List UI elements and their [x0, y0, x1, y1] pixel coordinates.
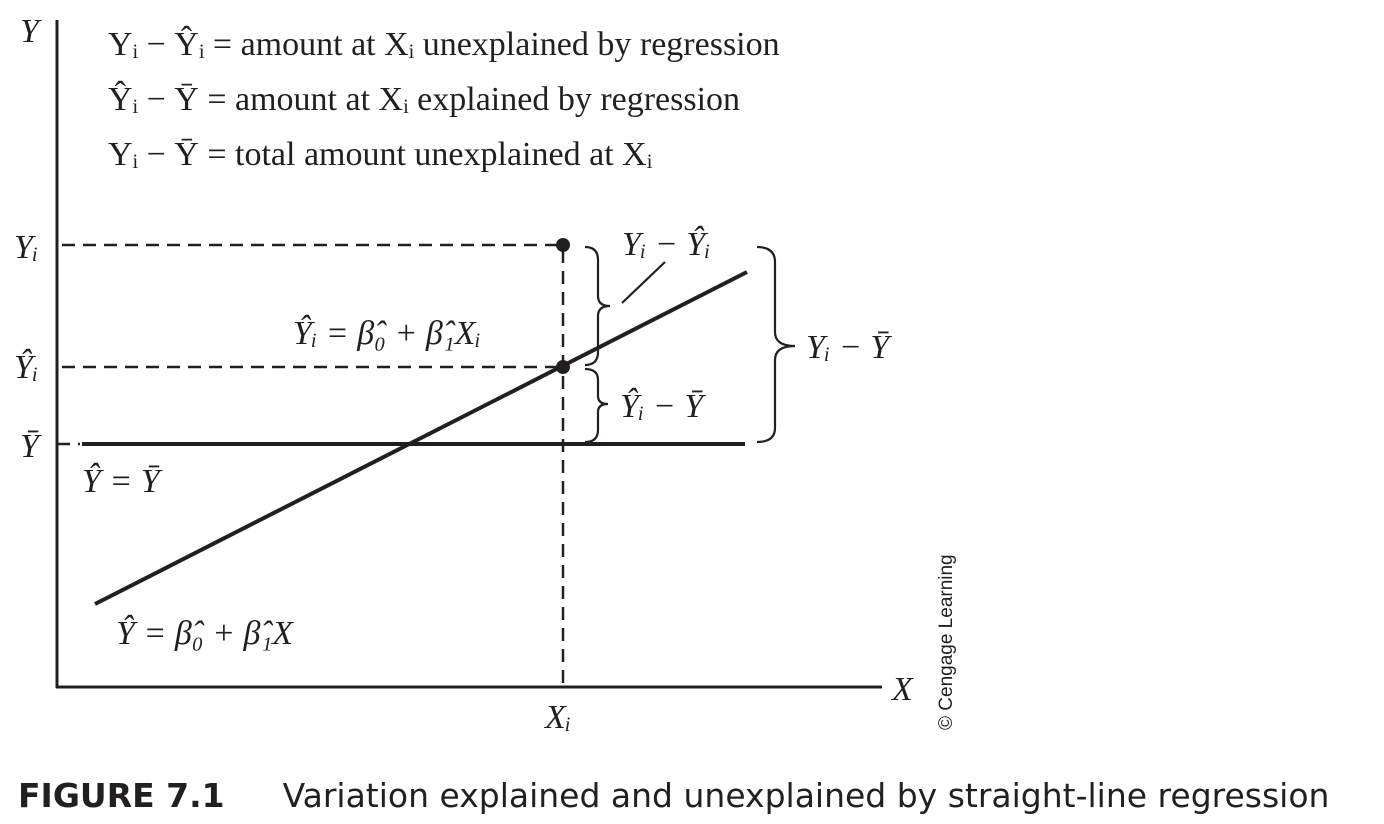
unexplained-brace [584, 245, 611, 367]
fitted-point [556, 360, 570, 374]
legend-unexplained: Yᵢ − Ŷᵢ = amount at Xᵢ unexplained by re… [108, 26, 780, 63]
y-tick-yhat: Ŷᵢ [14, 349, 38, 386]
y-tick-ybar: Ȳ [20, 428, 42, 465]
fitted-equation: Ŷᵢ = β̂₀ + β̂₁Xᵢ [293, 315, 481, 352]
x-axis-label: X [890, 671, 914, 708]
total-label: Yᵢ − Ȳ [806, 329, 892, 366]
y-axis-label: Y [20, 13, 42, 50]
regression-line [94, 270, 748, 606]
legend-total: Yᵢ − Ȳ = total amount unexplained at Xᵢ [108, 136, 653, 173]
figure-caption: FIGURE 7.1 Variation explained and unexpl… [18, 776, 1329, 815]
regression-line-label: Ŷ = β̂₀ + β̂₁X [116, 615, 294, 652]
legend-explained: Ŷᵢ − Ȳ = amount at Xᵢ explained by regre… [108, 81, 740, 118]
observed-point [556, 238, 570, 252]
y-tick-yi: Yᵢ [14, 229, 38, 266]
explained-label: Ŷᵢ − Ȳ [620, 388, 706, 425]
copyright-credit: © Cengage Learning [936, 554, 957, 730]
caption-text: Variation explained and unexplained by s… [282, 776, 1330, 815]
unexplained-label: Yᵢ − Ŷᵢ [622, 226, 711, 263]
leader-line [621, 261, 666, 304]
total-brace [756, 245, 796, 444]
figure-number: FIGURE 7.1 [18, 776, 225, 815]
mean-line-label: Ŷ = Ȳ [82, 463, 163, 500]
x-tick-xi: Xᵢ [543, 699, 571, 736]
explained-brace [584, 367, 609, 444]
